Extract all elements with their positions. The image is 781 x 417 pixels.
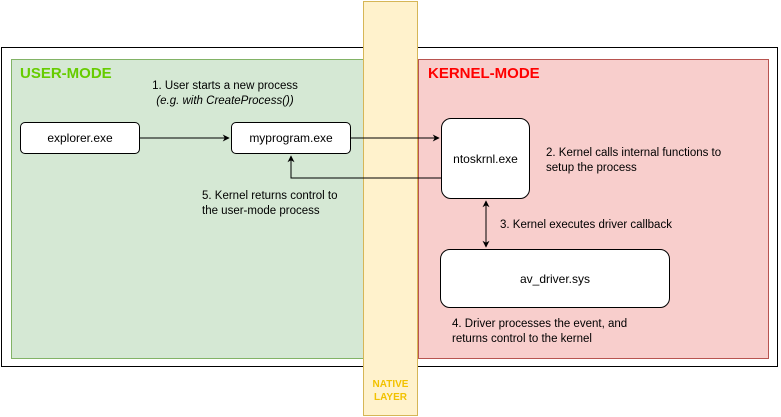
ntoskrnl-node-label: ntoskrnl.exe [453, 151, 518, 166]
av-driver-node: av_driver.sys [440, 249, 670, 308]
native-layer-label: NATIVE LAYER [363, 378, 418, 404]
kernel-mode-title: KERNEL-MODE [428, 65, 540, 82]
myprogram-node: myprogram.exe [231, 122, 351, 154]
ntoskrnl-node: ntoskrnl.exe [441, 118, 530, 199]
step-4-note: 4. Driver processes the event, and retur… [452, 317, 627, 347]
native-layer-band [363, 1, 418, 416]
explorer-node-label: explorer.exe [47, 131, 113, 145]
user-mode-region [11, 59, 366, 359]
step-5-line: 5. Kernel returns control to [202, 190, 338, 202]
native-layer-label-line: LAYER [374, 392, 407, 403]
step-4-line: returns control to the kernel [452, 333, 592, 345]
step-5-line: the user-mode process [202, 205, 320, 217]
user-mode-title: USER-MODE [20, 65, 112, 82]
step-2-line: setup the process [546, 162, 637, 174]
myprogram-node-label: myprogram.exe [249, 131, 333, 145]
step-1-note: 1. User starts a new process (e.g. with … [140, 79, 310, 109]
step-4-line: 4. Driver processes the event, and [452, 318, 628, 330]
step-5-note: 5. Kernel returns control to the user-mo… [202, 189, 338, 219]
explorer-node: explorer.exe [20, 122, 140, 154]
step-1-example: (e.g. with CreateProcess()) [156, 95, 294, 107]
arrow-ntoskrnl-to-myprogram [287, 155, 441, 179]
step-2-line: 2. Kernel calls internal functions to [546, 147, 722, 159]
step-3-note: 3. Kernel executes driver callback [500, 219, 672, 231]
kernel-mode-region [418, 59, 769, 359]
step-2-note: 2. Kernel calls internal functions to se… [546, 146, 721, 176]
av-driver-node-label: av_driver.sys [519, 271, 591, 286]
step-1-line: 1. User starts a new process [152, 80, 298, 92]
native-layer-label-line: NATIVE [372, 379, 409, 390]
